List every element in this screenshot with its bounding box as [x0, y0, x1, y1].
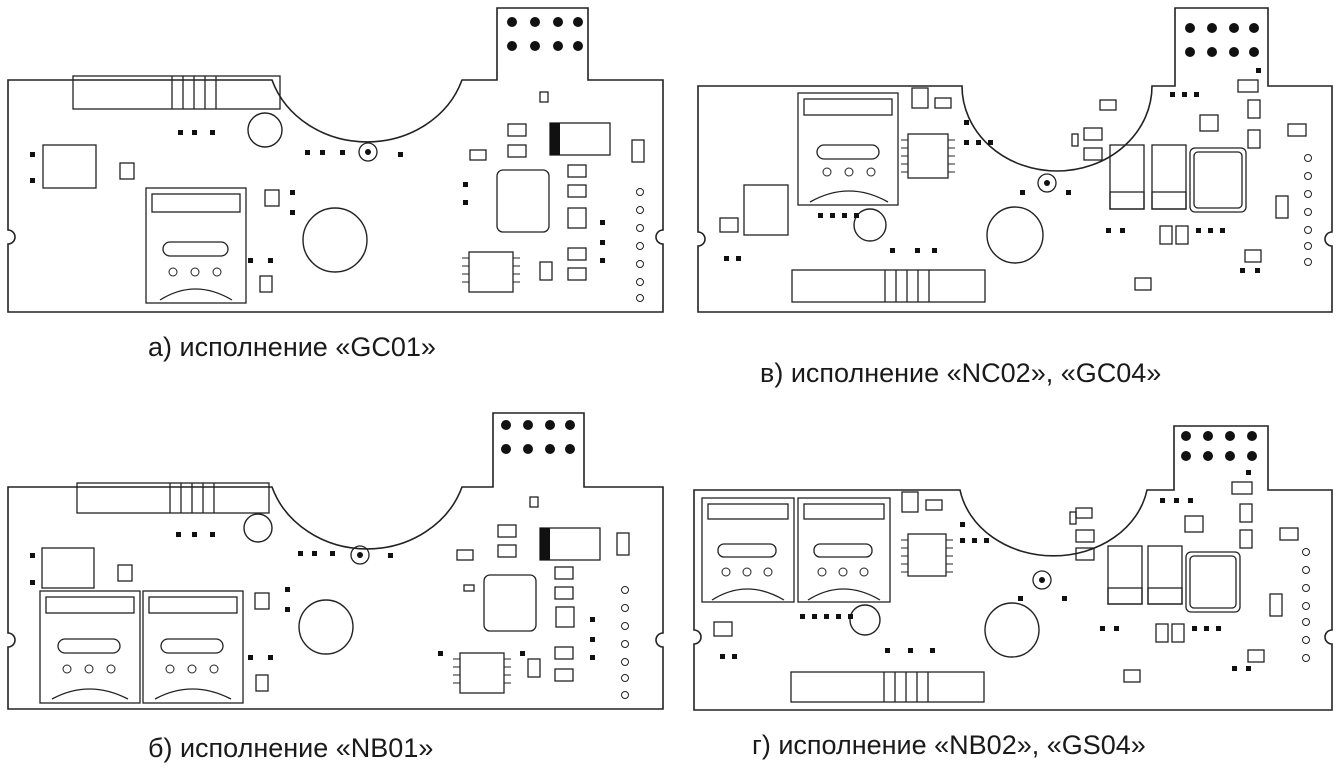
connector-pads [1185, 23, 1259, 57]
ribbon-connector [791, 269, 986, 303]
ic-chip [901, 133, 955, 179]
chip [42, 144, 97, 189]
board-nb01 [0, 405, 670, 717]
inductor [483, 574, 537, 632]
mounting-hole [247, 112, 283, 148]
ic-chip [453, 652, 511, 694]
sim-slot [797, 92, 899, 206]
test-points [636, 188, 644, 302]
connector-pads [507, 17, 583, 51]
capacitor [1107, 545, 1143, 605]
test-points [1302, 548, 1310, 662]
pcb-outline [697, 7, 1333, 313]
pcb-drawing-nb02-gs04 [693, 425, 1333, 711]
smd-parts [713, 470, 1299, 683]
mounting-hole [849, 604, 881, 636]
mounting-hole [986, 206, 1044, 264]
sim-slot [142, 590, 244, 704]
capacitor [549, 122, 611, 156]
board-nc02-gc04 [680, 0, 1340, 320]
mounting-hole [853, 208, 887, 242]
connector-pads [501, 420, 575, 454]
sim-slot [145, 187, 247, 304]
smd-parts [30, 496, 630, 692]
test-points [1304, 154, 1312, 266]
mounting-hole [243, 513, 273, 543]
mounting-hole [302, 207, 368, 273]
capacitor [1147, 545, 1183, 605]
mounting-hole [984, 602, 1040, 658]
caption-g: г) исполнение «NB02», «GS04» [752, 730, 1146, 760]
chip [743, 184, 789, 236]
antenna-connector [1037, 173, 1057, 193]
board-gc01 [0, 0, 670, 320]
board-nb02-gs04 [680, 418, 1340, 718]
ribbon-connector [72, 75, 281, 110]
ic-chip [462, 251, 520, 293]
smd-parts [30, 91, 645, 293]
test-points [621, 586, 629, 699]
caption-a: а) исполнение «GC01» [148, 332, 436, 362]
inductor [1185, 551, 1241, 613]
pcb-outline [7, 412, 664, 710]
ribbon-connector [76, 482, 270, 514]
sim-slot [701, 497, 795, 603]
antenna-connector [358, 142, 378, 162]
antenna-connector [350, 545, 370, 565]
connector-pads [1181, 431, 1257, 461]
capacitor [1109, 144, 1145, 210]
caption-v: в) исполнение «NC02», «GC04» [760, 358, 1162, 388]
inductor [496, 169, 550, 233]
ic-chip [901, 533, 953, 577]
sim-slot [39, 590, 141, 704]
pcb-drawing-gc01 [7, 7, 664, 313]
sim-slot [797, 497, 891, 603]
chip [41, 547, 95, 589]
inductor [1189, 147, 1247, 213]
caption-b: б) исполнение «NB01» [148, 733, 434, 763]
mounting-hole [298, 599, 354, 655]
ribbon-connector [790, 671, 985, 703]
capacitor [539, 527, 601, 561]
pcb-drawing-nc02-gc04 [697, 7, 1333, 313]
smd-parts [719, 68, 1307, 291]
pcb-drawing-nb01 [7, 412, 664, 710]
antenna-connector [1032, 570, 1052, 590]
capacitor [1151, 144, 1187, 210]
